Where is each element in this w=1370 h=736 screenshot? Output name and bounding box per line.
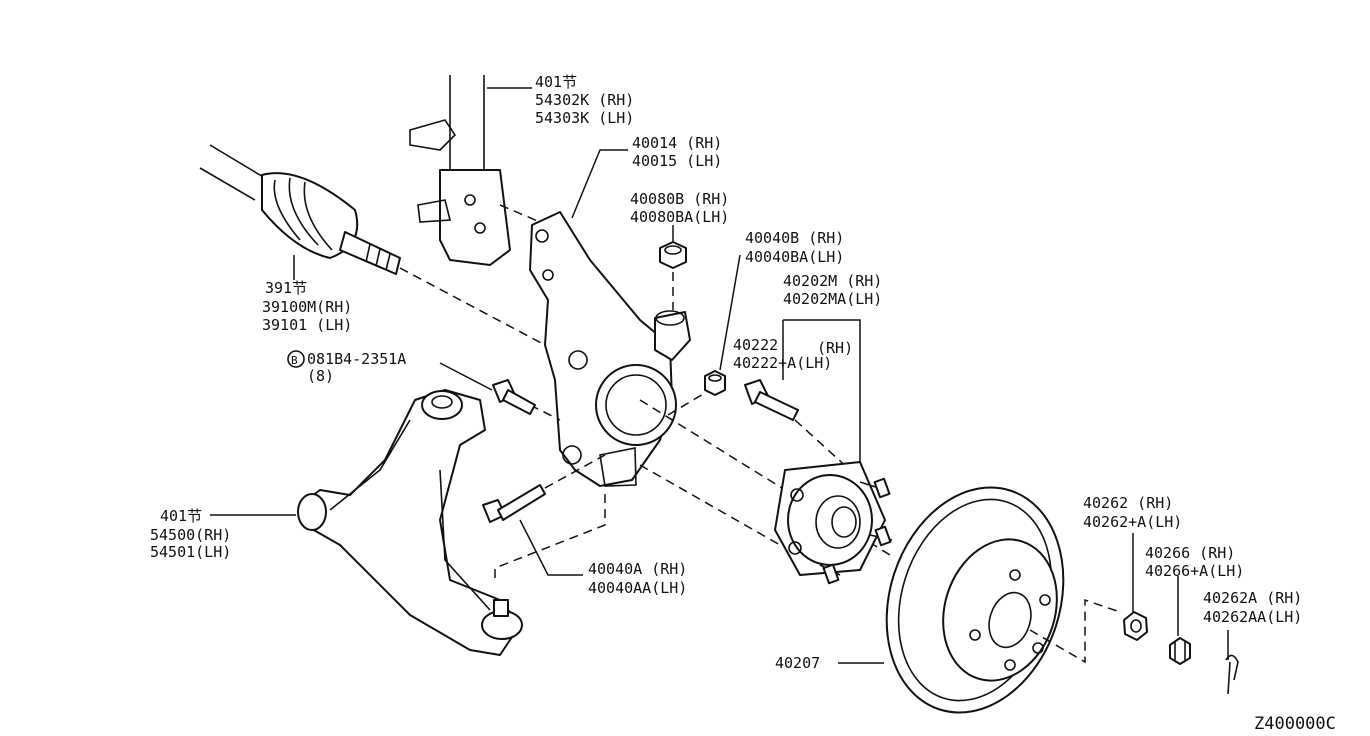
shaft-ref-label: 391节 [265, 279, 307, 297]
lower-bolt-rh-label: 40040A (RH) [588, 560, 687, 578]
nut-retainer [1169, 637, 1191, 665]
lower-bolt [482, 454, 606, 578]
pin-rh-label: 40262A (RH) [1203, 589, 1302, 607]
top-nut-lh-label: 40080BA(LH) [630, 208, 729, 226]
strut-rh-label: 54302K (RH) [535, 91, 634, 109]
knuckle-rh-label: 40014 (RH) [632, 134, 722, 152]
arm-ref-label: 401节 [160, 507, 202, 525]
hub-bolt-lh-label: 40222+A(LH) [733, 354, 832, 372]
nut-line [667, 389, 711, 416]
hubbolt-line [794, 419, 851, 471]
mid-nut [704, 370, 726, 396]
mid-nut-rh-label: 40040B (RH) [745, 229, 844, 247]
hub-assembly [774, 461, 893, 585]
nut2-lh-label: 40266+A(LH) [1145, 562, 1244, 580]
part-labels: 401节 54302K (RH) 54303K (LH) 40014 (RH) … [150, 73, 1336, 734]
shaft-rh-label: 39100M(RH) [262, 298, 352, 316]
bolt-qty-label: (8) [307, 367, 334, 385]
axis-line-lower [639, 464, 781, 546]
arm-lh-label: 54501(LH) [150, 543, 231, 561]
hub-rh-label: 40202M (RH) [783, 272, 882, 290]
lower-control-arm [297, 389, 523, 656]
axle-nut [1123, 611, 1148, 641]
brake-rotor [885, 486, 1121, 714]
lower-bolt-lh-label: 40040AA(LH) [588, 579, 687, 597]
bolt-part-label: 081B4-2351A [307, 350, 406, 368]
nut1-rh-label: 40262 (RH) [1083, 494, 1173, 512]
hub-bolt-rh-label: (RH) [817, 339, 853, 357]
diagram-code-label: Z400000C [1254, 714, 1336, 734]
cotter-pin [1225, 654, 1239, 695]
bolt-line [529, 404, 561, 421]
nut2-rh-label: 40266 (RH) [1145, 544, 1235, 562]
knuckle-lh-label: 40015 (LH) [632, 152, 722, 170]
nut1-lh-label: 40262+A(LH) [1083, 513, 1182, 531]
hub-bolt-label: 40222 [733, 336, 778, 354]
strut-lh-label: 54303K (LH) [535, 109, 634, 127]
bolt-marker-label: B [291, 354, 298, 367]
steering-knuckle [529, 211, 691, 487]
rotor-label: 40207 [775, 654, 820, 672]
strut-ref-label: 401节 [535, 73, 577, 91]
mid-nut-lh-label: 40040BA(LH) [745, 248, 844, 266]
pin-lh-label: 40262AA(LH) [1203, 608, 1302, 626]
shaft-lh-label: 39101 (LH) [262, 316, 352, 334]
arm-rh-label: 54500(RH) [150, 526, 231, 544]
drive-shaft [199, 144, 546, 346]
upper-bolt [492, 379, 536, 415]
top-nut [659, 241, 687, 269]
top-nut-rh-label: 40080B (RH) [630, 190, 729, 208]
hub-bolt [744, 379, 799, 421]
hub-lh-label: 40202MA(LH) [783, 290, 882, 308]
leader-lines [210, 87, 1229, 664]
strut-assembly [409, 75, 541, 266]
bolt-marker-circle [287, 350, 305, 368]
